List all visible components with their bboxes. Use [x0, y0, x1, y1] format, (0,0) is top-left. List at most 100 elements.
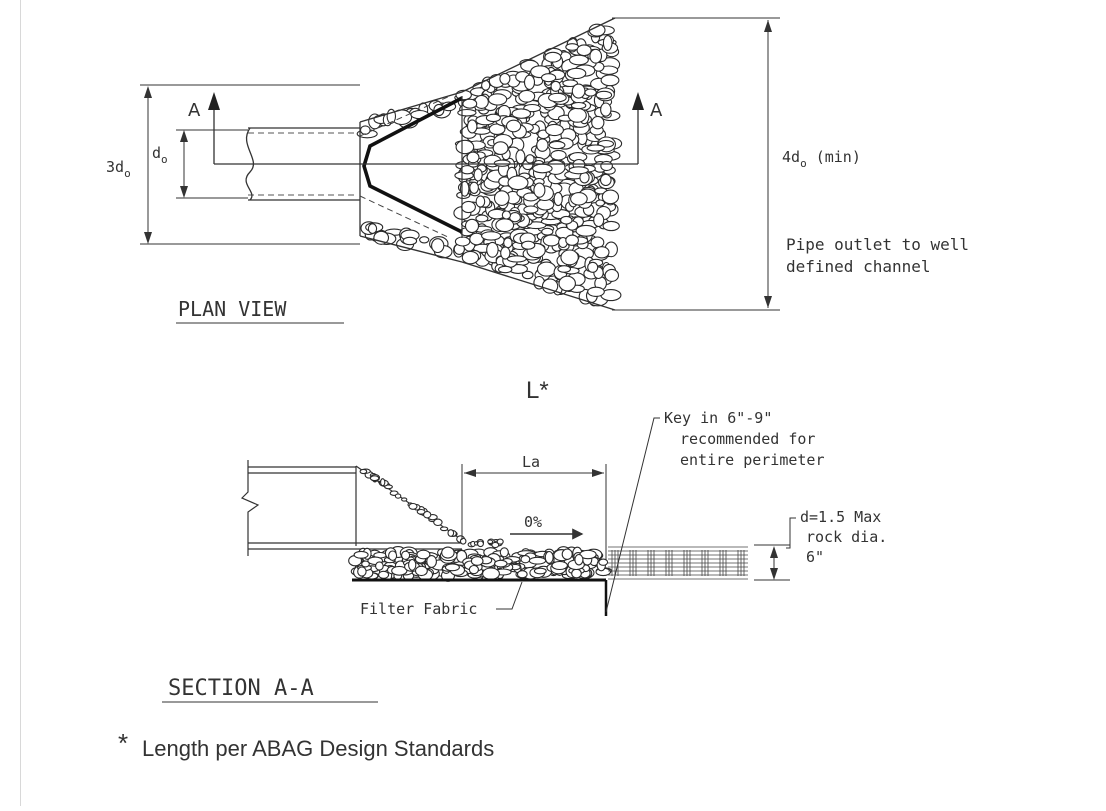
rock: [380, 478, 386, 487]
rock: [533, 182, 546, 198]
rock: [470, 556, 484, 566]
rock: [567, 107, 587, 123]
footnote-star: *: [118, 728, 128, 758]
rock: [359, 125, 371, 135]
rock: [481, 231, 502, 241]
rock: [553, 191, 563, 207]
rock: [475, 195, 486, 208]
rock: [544, 51, 562, 63]
rock: [550, 149, 567, 161]
key-note-line2: recommended for: [680, 430, 815, 448]
plan-note-line1: Pipe outlet to well: [786, 235, 969, 254]
rock: [499, 547, 509, 558]
rock: [367, 223, 378, 234]
dim-3do-label: 3do: [106, 158, 131, 180]
rock: [516, 570, 528, 579]
rock: [571, 568, 582, 579]
dimension-4do: [612, 17, 780, 311]
rock: [544, 550, 554, 564]
rock: [473, 168, 483, 182]
rock: [439, 526, 449, 532]
rock: [599, 173, 612, 187]
section-view: L*: [162, 377, 887, 703]
rock: [394, 493, 402, 499]
channel-bed: [608, 546, 748, 580]
rock: [462, 98, 478, 109]
rock: [575, 224, 597, 237]
rock: [586, 144, 605, 152]
section-cut-line: [208, 92, 644, 165]
rock: [568, 54, 589, 66]
filter-fabric-label: Filter Fabric: [360, 600, 477, 618]
rock: [548, 140, 566, 150]
rock: [426, 555, 437, 568]
rock: [359, 468, 368, 475]
rock: [461, 250, 480, 265]
rock: [401, 497, 408, 502]
rock: [466, 151, 480, 164]
rock: [361, 560, 370, 568]
rock: [525, 154, 535, 164]
pipe-plan: [245, 122, 361, 236]
rock: [499, 72, 511, 85]
plan-rock-apron: [356, 23, 623, 307]
pipe-section: [240, 460, 463, 556]
depth-note-line2: rock dia.: [806, 528, 887, 546]
rock: [457, 108, 477, 117]
rock: [561, 548, 573, 560]
rock: [461, 200, 476, 214]
rock: [416, 549, 431, 560]
rock: [423, 510, 432, 519]
rock: [486, 241, 499, 258]
rock: [518, 89, 536, 103]
la-label: La: [522, 453, 540, 471]
rock: [548, 92, 567, 103]
rock: [505, 119, 522, 133]
rock: [369, 475, 380, 482]
rock: [600, 160, 613, 172]
rock: [601, 189, 620, 205]
rock: [533, 567, 547, 575]
rock: [402, 236, 418, 246]
rock: [469, 181, 479, 194]
dimension-do: [176, 129, 248, 199]
rock: [594, 246, 610, 259]
dim-4do-label: 4do (min): [782, 148, 861, 170]
rock: [511, 108, 532, 119]
depth-note-line3: 6": [806, 548, 824, 566]
plan-note-line2: defined channel: [786, 257, 931, 276]
rock: [584, 88, 597, 97]
rock: [408, 502, 418, 510]
rock: [464, 218, 480, 234]
rock: [595, 90, 613, 100]
rock: [466, 119, 478, 134]
rock: [520, 555, 531, 564]
rock: [551, 560, 568, 571]
rock: [550, 80, 561, 92]
rock: [560, 215, 573, 225]
rock: [506, 255, 527, 263]
section-mark-left: A: [188, 100, 201, 121]
rock: [570, 101, 587, 110]
length-label: L*: [526, 377, 549, 404]
slope-label: 0%: [524, 513, 542, 531]
rock: [571, 83, 586, 99]
sheet-border: [20, 0, 21, 806]
rock: [541, 227, 554, 236]
rock: [541, 278, 559, 294]
rock: [375, 561, 384, 571]
rock: [431, 238, 445, 254]
rock: [487, 539, 494, 545]
rock: [536, 138, 549, 152]
rock: [482, 567, 500, 580]
rock: [568, 166, 589, 175]
rock: [447, 529, 455, 537]
rock: [600, 74, 620, 87]
rock: [589, 48, 603, 64]
key-note-line3: entire perimeter: [680, 451, 825, 469]
plan-view-title: PLAN VIEW: [178, 297, 287, 321]
rock: [419, 236, 430, 244]
plan-view: A A 3do do: [106, 17, 969, 324]
